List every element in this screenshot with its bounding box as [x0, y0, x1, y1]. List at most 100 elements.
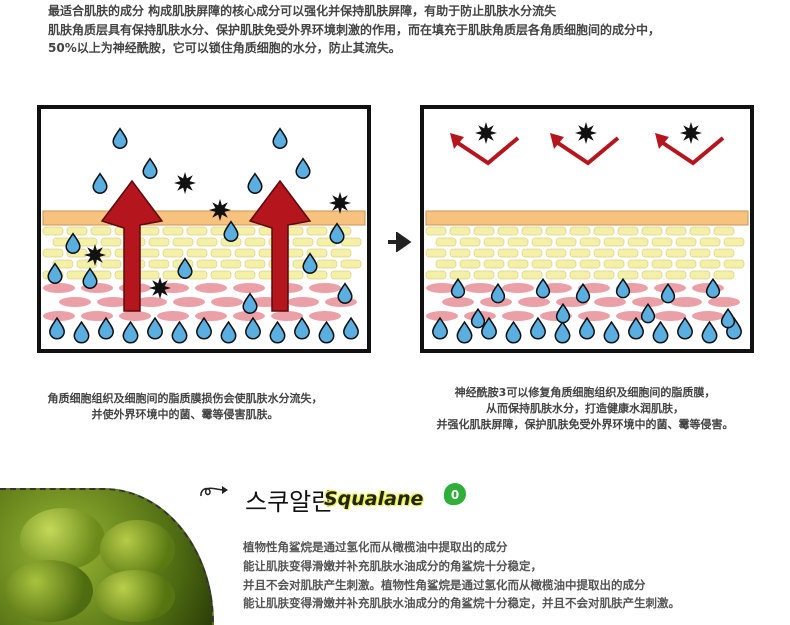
water-drop-icon [329, 222, 345, 244]
germ-icon [475, 122, 497, 144]
skin-cell-brick [66, 226, 88, 236]
water-drop-icon [677, 316, 693, 340]
skin-cell-brick [497, 226, 519, 236]
water-loss-arrow [248, 179, 312, 312]
water-drop-icon [122, 320, 139, 344]
water-drop-icon [660, 282, 676, 304]
intro-text: 最适合肌肤的成分 构成肌肤屏障的核心成分可以强化并保持肌肤屏障，有助于防止肌肤水… [48, 2, 778, 58]
water-drop-icon [481, 316, 497, 340]
water-drop-icon [530, 316, 546, 340]
skin-cell-brick [723, 259, 745, 269]
skin-cell-brick [196, 259, 218, 269]
water-drop-icon [337, 282, 353, 304]
skin-cell-brick [42, 226, 64, 236]
damaged-skin-illustration [37, 105, 371, 353]
skin-cell-brick [603, 237, 625, 247]
skin-cell-brick [425, 226, 447, 236]
water-drop-icon [242, 292, 258, 314]
water-drop-icon [456, 320, 473, 344]
skin-cell-brick [435, 259, 457, 269]
skin-cell [426, 311, 458, 321]
skin-cell-brick [148, 259, 170, 269]
skin-cell-brick [521, 248, 543, 258]
intro-line: 50%以上为神经酰胺，它可以锁住角质细胞的水分，防止其流失。 [48, 41, 401, 55]
skin-cell [81, 311, 113, 321]
squalane-description: 植物性角鲨烷是通过氢化而从橄榄油中提取出的成分 能让肌肤变得滑嫩并补充肌肤水油成… [243, 538, 778, 613]
water-drop-icon [65, 232, 81, 254]
skin-cell-brick [579, 237, 601, 247]
water-drop-icon [92, 172, 108, 194]
skin-cell-brick [497, 248, 519, 258]
skin-cell-brick [172, 237, 194, 247]
skin-cell [195, 283, 227, 293]
germ-icon [174, 172, 196, 194]
water-drop-icon [220, 320, 237, 344]
skin-cell [97, 297, 129, 307]
water-drop-icon [269, 320, 286, 344]
skin-cell [309, 311, 341, 321]
skin-cell-brick [651, 237, 673, 247]
skin-cell [502, 311, 534, 321]
description-line: 植物性角鲨烷是通过氢化而从橄榄油中提取出的成分 [243, 540, 508, 554]
skin-cell [157, 283, 189, 293]
skin-cell-brick [555, 237, 577, 247]
skin-cell-brick [593, 226, 615, 236]
water-drop-icon [98, 316, 114, 340]
water-drop-icon [652, 320, 669, 344]
skin-cell-brick [531, 237, 553, 247]
skin-cell-brick [316, 259, 338, 269]
water-drop-icon [196, 316, 212, 340]
skin-cell-brick [220, 259, 242, 269]
water-drop-icon [302, 252, 318, 274]
skin-cell-brick [210, 248, 232, 258]
water-drop-icon [245, 316, 261, 340]
skin-cell-brick [665, 226, 687, 236]
skin-cell-brick [210, 270, 232, 280]
water-loss-arrow [100, 179, 164, 312]
skin-cell-brick [545, 270, 567, 280]
right-caption: 神经酰胺3可以修复角质细胞组织及细胞间的脂质膜， 从而保持肌肤水分，打造健康水润… [400, 385, 770, 433]
skin-cell-brick [76, 259, 98, 269]
skin-cell-brick [244, 237, 266, 247]
water-drop-icon [535, 277, 551, 299]
skin-cell-brick [90, 226, 112, 236]
left-caption: 角质细胞组织及细胞间的脂质膜损伤会使肌肤水分流失， 并使外界环境中的菌、霉等侵害… [20, 391, 350, 423]
skin-cell [157, 311, 189, 321]
water-drop-icon [640, 302, 656, 324]
skin-cell-brick [100, 259, 122, 269]
skin-cell-brick [617, 226, 639, 236]
skin-cell [309, 283, 341, 293]
water-drop-icon [720, 307, 736, 329]
deflect-arrow [556, 136, 620, 166]
water-drop-icon [705, 277, 721, 299]
deflect-arrowhead [550, 133, 564, 149]
skin-cell-brick [162, 248, 184, 258]
skin-cell-brick [675, 259, 697, 269]
skin-cell-brick [497, 270, 519, 280]
skin-cell [233, 311, 265, 321]
skin-cell-brick [473, 226, 495, 236]
skin-cell-brick [723, 237, 745, 247]
skin-cell [271, 311, 303, 321]
zero-badge: 0 [444, 483, 466, 505]
skin-cell [616, 311, 648, 321]
skin-cell-brick [531, 259, 553, 269]
skin-cell-brick [459, 237, 481, 247]
skin-cell-brick [617, 248, 639, 258]
skin-cell-brick [593, 248, 615, 258]
water-drop-icon [177, 257, 193, 279]
skin-cell [502, 283, 534, 293]
skin-cell-brick [425, 248, 447, 258]
water-drop-icon [490, 282, 506, 304]
water-drop-icon [615, 277, 631, 299]
skin-cell-brick [330, 270, 352, 280]
skin-cell [195, 311, 227, 321]
caption-line: 并使外界环境中的菌、霉等侵害肌肤。 [91, 408, 279, 421]
water-drop-icon [82, 267, 98, 289]
intro-line: 最适合肌肤的成分 构成肌肤屏障的核心成分可以强化并保持肌肤屏障，有助于防止肌肤水… [48, 4, 557, 18]
caption-line: 从而保持肌肤水分，打造健康水润肌肤， [486, 402, 684, 415]
water-drop-icon [295, 157, 311, 179]
skin-cell-brick [138, 248, 160, 258]
skin-cell-brick [689, 248, 711, 258]
skin-cell-brick [675, 237, 697, 247]
